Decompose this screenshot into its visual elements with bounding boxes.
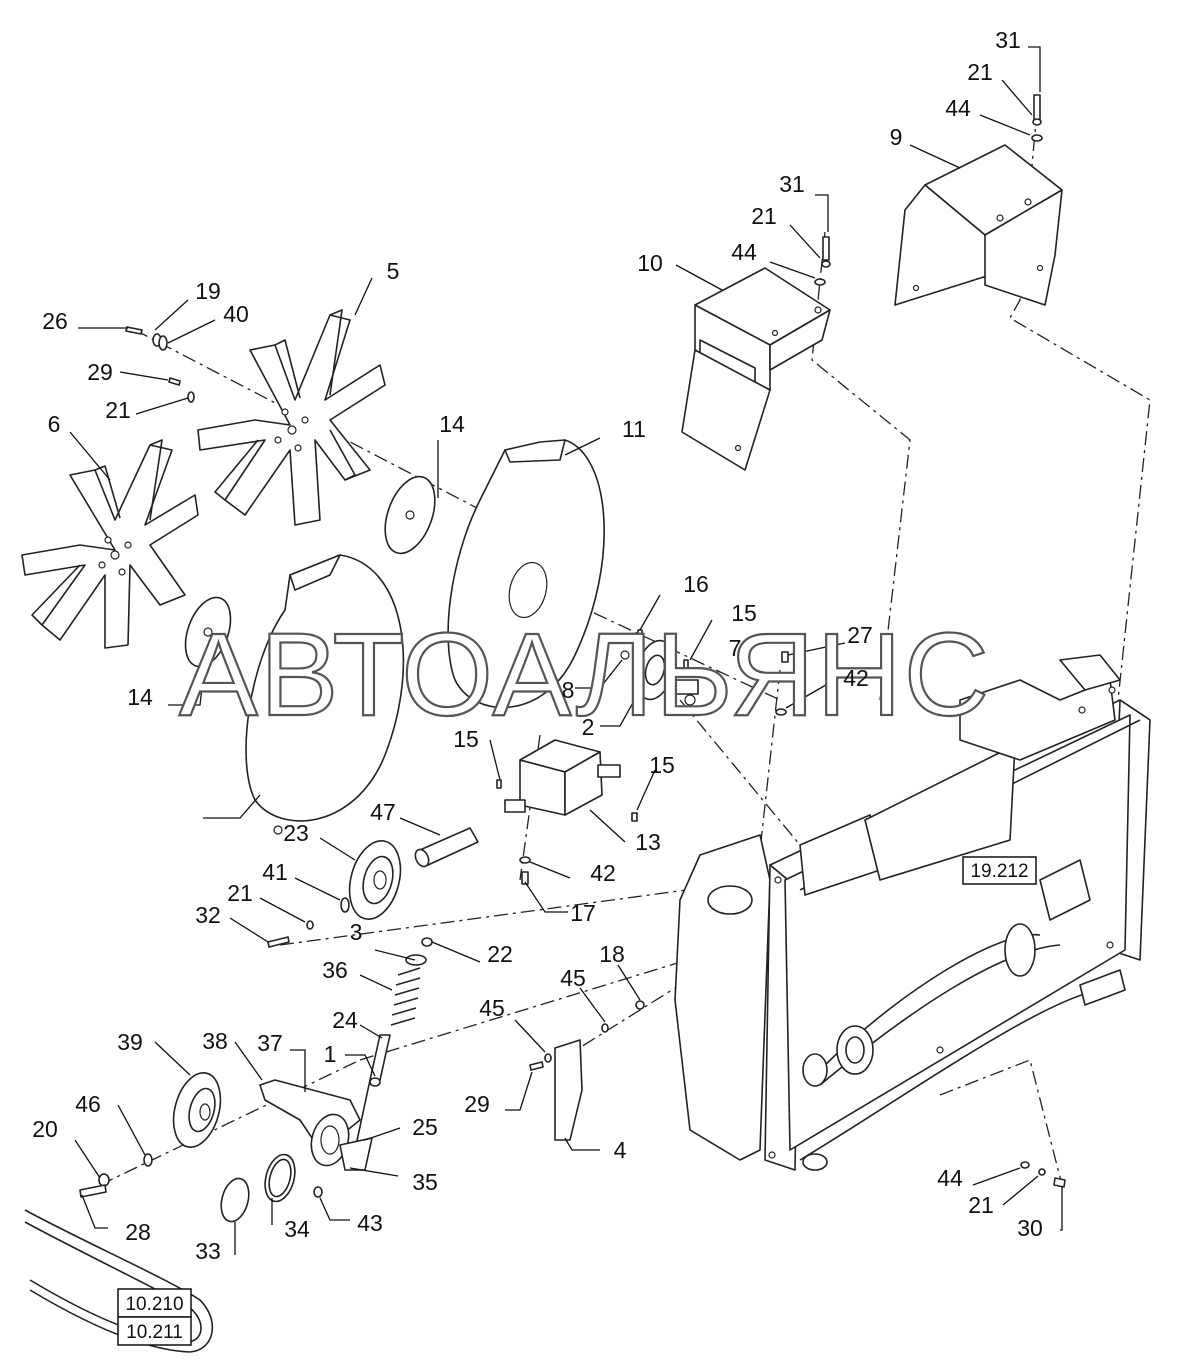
callout-label: 42 (843, 665, 869, 691)
callout-label: 36 (322, 957, 348, 983)
tension-spring-part-36 (390, 954, 427, 1026)
callout-label: 4 (614, 1137, 627, 1163)
callout-label: 46 (75, 1091, 101, 1117)
callout-label: 26 (42, 308, 68, 334)
callout-label: 31 (995, 27, 1021, 53)
callout-label: 18 (599, 941, 625, 967)
callout-label: 29 (464, 1091, 490, 1117)
callout-label: 22 (487, 941, 513, 967)
callout-label: 44 (731, 239, 757, 265)
tension-arm-part-37 (259, 1079, 373, 1171)
callout-label: 27 (847, 622, 873, 648)
callout-label: 7 (729, 635, 742, 661)
callout-label: 44 (945, 95, 971, 121)
callout-label: 30 (1017, 1215, 1043, 1241)
callout-label: 31 (779, 171, 805, 197)
callout-label: 39 (117, 1029, 143, 1055)
callout-label: 14 (439, 411, 465, 437)
reference-box-10-211: 10.211 (117, 1316, 192, 1346)
callout-label: 21 (751, 203, 777, 229)
callout-label: 35 (412, 1169, 438, 1195)
fan-impeller-part-5 (197, 309, 386, 526)
callout-label: 1 (324, 1041, 337, 1067)
guard-part-10 (681, 267, 831, 471)
callout-label: 28 (125, 1219, 151, 1245)
shaft-part-47 (414, 827, 479, 868)
callout-label: 15 (453, 726, 479, 752)
fan-impeller-part-6 (21, 439, 199, 649)
drive-belt (24, 1209, 214, 1353)
callout-label: 32 (195, 902, 221, 928)
callout-label: 15 (649, 752, 675, 778)
scraper-blade-part-4 (554, 1039, 583, 1141)
callout-label: 42 (590, 860, 616, 886)
fan-housing-part-12 (245, 554, 405, 835)
fan-housing-part-11 (447, 439, 605, 709)
reference-label: 10.210 (125, 1294, 183, 1315)
callout-label: 5 (387, 258, 400, 284)
callout-label: 21 (227, 880, 253, 906)
callout-label: 38 (202, 1028, 228, 1054)
callout-label: 11 (622, 416, 646, 442)
fasteners (79, 94, 1066, 1198)
bearing-hub-part-2 (620, 639, 699, 706)
callout-label: 29 (87, 359, 113, 385)
callout-label: 2 (582, 714, 595, 740)
callout-label: 45 (560, 965, 586, 991)
callout-label: 34 (284, 1216, 310, 1242)
reference-box-19-212: 19.212 (962, 856, 1037, 885)
watermark: АВТОАЛЬЯНС (179, 609, 991, 741)
reference-box-10-210: 10.210 (117, 1288, 192, 1318)
callout-label: 14 (127, 684, 153, 710)
callout-label: 37 (257, 1030, 283, 1056)
idler-pulley-part-39 (172, 1072, 222, 1148)
callout-label: 15 (731, 600, 757, 626)
callout-label: 45 (479, 995, 505, 1021)
callout-label: 43 (357, 1210, 383, 1236)
callout-label: 21 (968, 1192, 994, 1218)
callout-label: 3 (350, 919, 363, 945)
callout-label: 21 (967, 59, 993, 85)
callout-label: 6 (48, 411, 61, 437)
callout-label: 25 (412, 1114, 438, 1140)
cover-part-9 (894, 144, 1063, 306)
callout-label: 33 (195, 1238, 221, 1264)
callout-label: 9 (890, 124, 903, 150)
gearbox-part-13 (504, 739, 621, 816)
leader-lines (69, 46, 1063, 1255)
callout-labels: 31 21 44 9 31 21 44 10 5 19 40 26 29 21 … (32, 27, 1043, 1264)
callout-label: 8 (562, 677, 575, 703)
main-machine-frame (674, 654, 1151, 1171)
callout-label: 17 (570, 900, 596, 926)
callout-label: 16 (683, 571, 709, 597)
callout-label: 44 (937, 1165, 963, 1191)
callout-label: 13 (635, 829, 661, 855)
flange-plate-part-14-upper (384, 475, 436, 555)
callout-label: 24 (332, 1007, 358, 1033)
callout-label: 19 (195, 278, 221, 304)
callout-label: 23 (283, 820, 309, 846)
reference-label: 10.211 (126, 1322, 183, 1343)
flange-plate-part-14-lower (184, 596, 232, 668)
ring-part-34 (264, 1153, 296, 1203)
callout-label: 47 (370, 799, 396, 825)
callout-label: 21 (105, 397, 131, 423)
ring-part-33 (220, 1177, 250, 1223)
callout-label: 10 (637, 250, 663, 276)
reference-label: 19.212 (970, 861, 1028, 882)
callout-label: 20 (32, 1116, 58, 1142)
pulley-part-23 (348, 840, 402, 920)
callout-label: 40 (223, 301, 249, 327)
callout-label: 41 (262, 859, 288, 885)
